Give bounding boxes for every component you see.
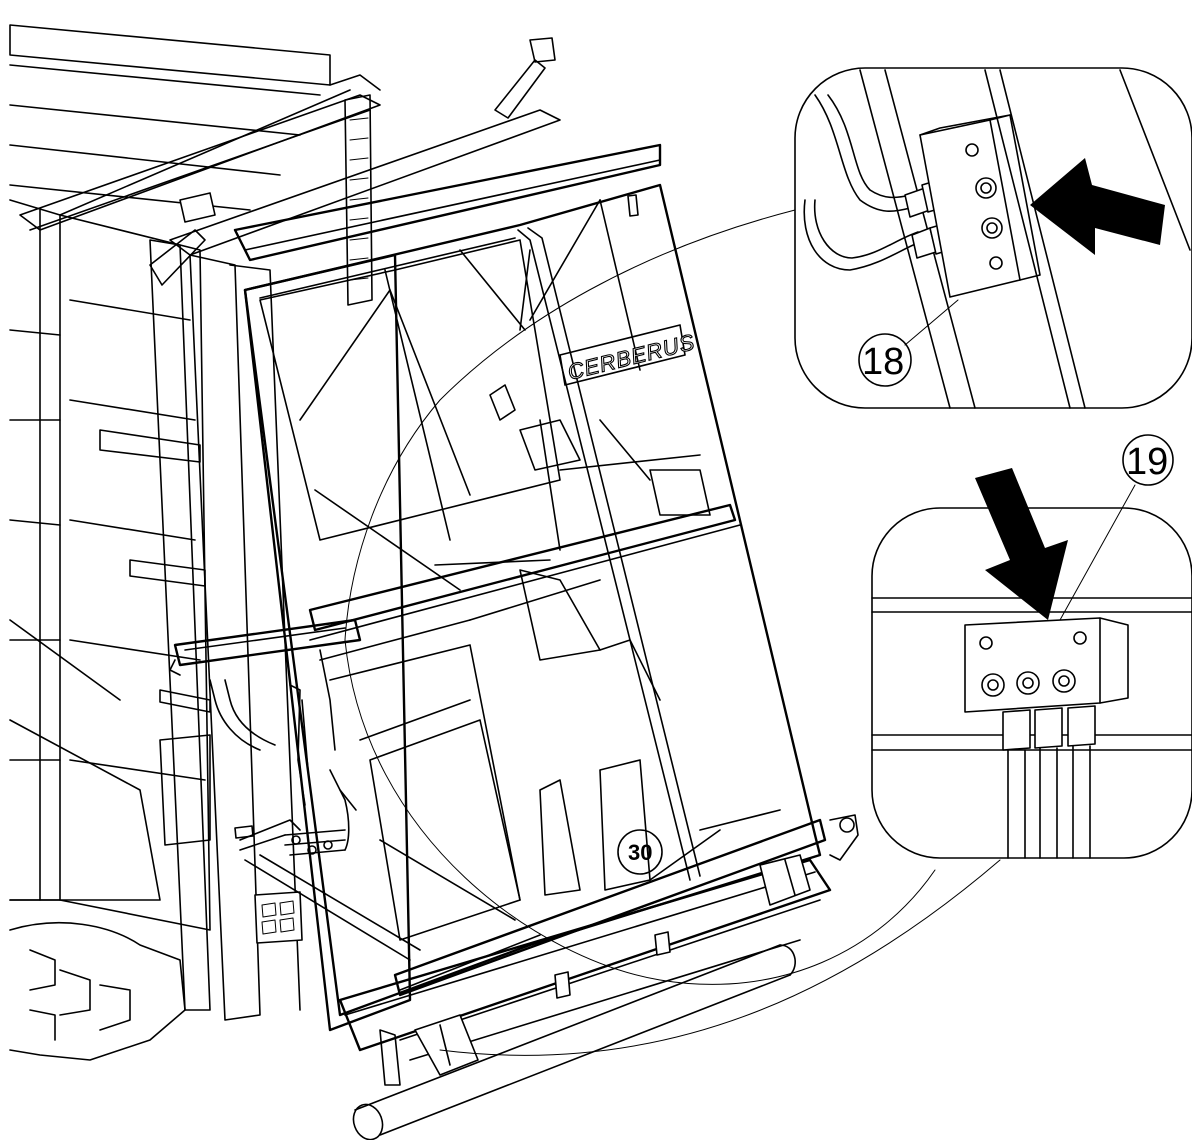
detail-inset-19 (871, 434, 1192, 859)
speed-badge-text: 30 (628, 840, 652, 865)
hydraulic-lines (169, 618, 421, 961)
machine-body (9, 24, 561, 1061)
arrow-pointer-icon (1030, 158, 1165, 255)
rear-door-frame (233, 143, 827, 1032)
callout-18: 18 (862, 341, 904, 383)
leader-lines (344, 209, 1001, 1056)
detail-inset-18 (794, 67, 1192, 409)
rear-bumper (338, 814, 859, 1140)
callout-19: 19 (1126, 441, 1168, 483)
arrow-pointer-icon (975, 468, 1068, 620)
